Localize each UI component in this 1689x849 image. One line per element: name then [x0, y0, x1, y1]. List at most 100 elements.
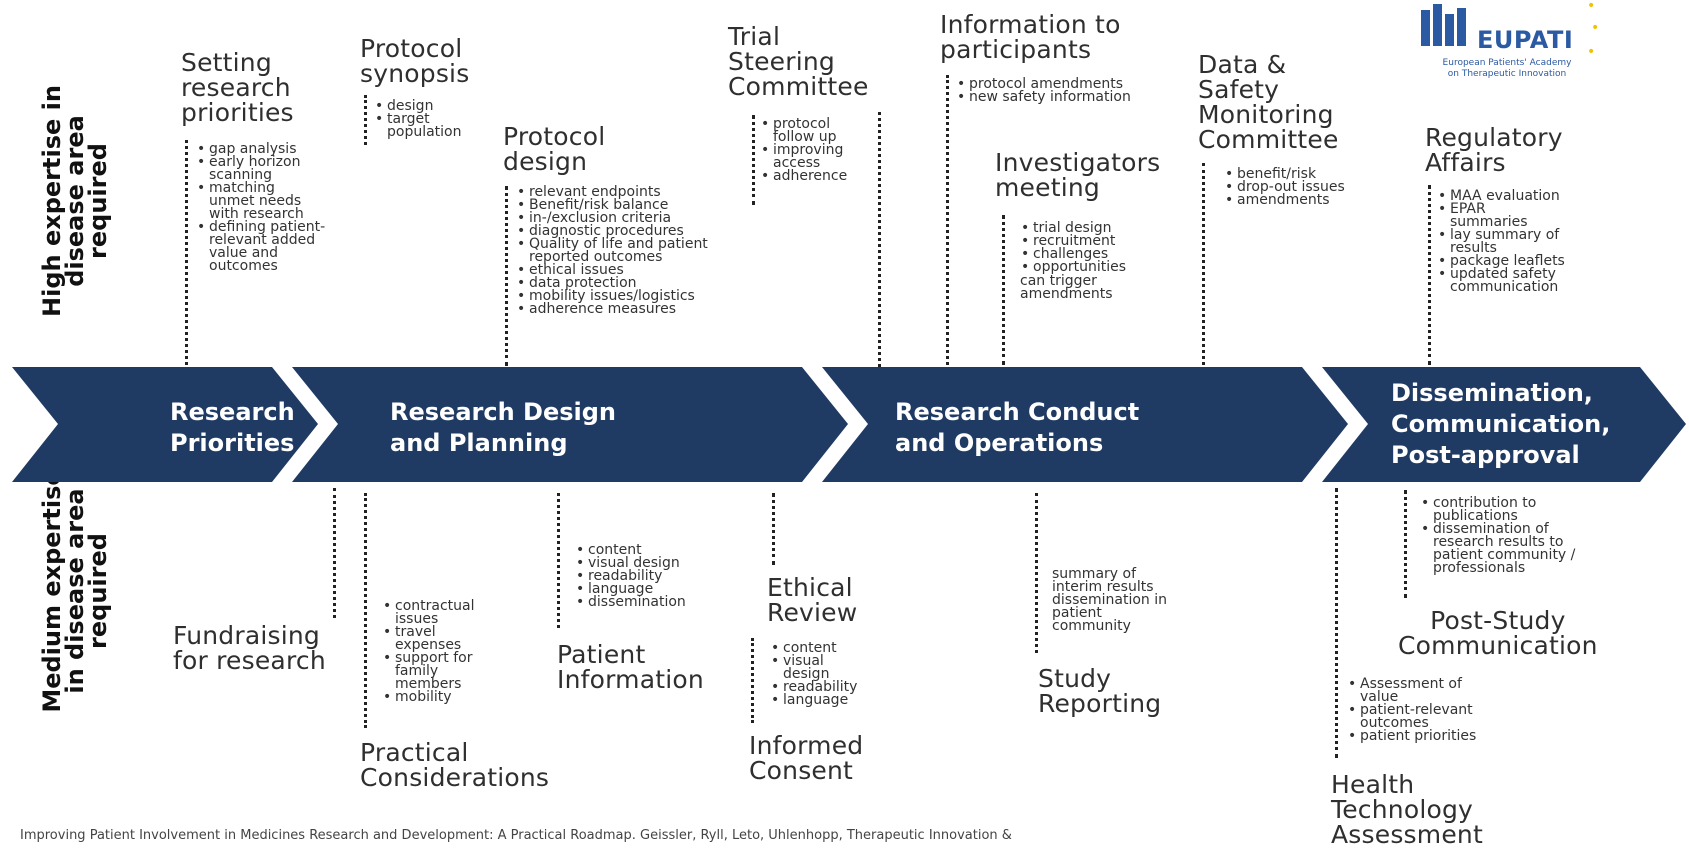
star-icon: • [1587, 0, 1596, 14]
hta-list: Assessment of value patient-relevant out… [1345, 677, 1476, 743]
investigators-meeting-list: trial design recruitment challenges oppo… [1018, 221, 1126, 274]
list-item: content [573, 543, 686, 557]
list-item: mobility issues/logistics [514, 289, 708, 303]
dotted-connector [1428, 185, 1431, 365]
protocol-synopsis-title: Protocol synopsis [360, 34, 470, 88]
investigators-meeting-note: can trigger amendments [1020, 273, 1113, 302]
trial-steering-committee-title: Trial Steering Committee [728, 22, 869, 101]
investigators-meeting-title: Investigators meeting [995, 148, 1161, 202]
practical-considerations-list: contractual issues travel expenses suppo… [380, 599, 475, 704]
list-item: protocol amendments [954, 77, 1131, 91]
list-item: relevant endpoints [514, 185, 708, 199]
protocol-synopsis-list: design target population [372, 99, 462, 139]
list-item: package leaflets [1435, 254, 1565, 268]
protocol-design-list: relevant endpoints Benefit/risk balance … [514, 185, 708, 316]
fundraising-title: Fundraising for research [173, 621, 326, 675]
list-item: patient-relevant outcomes [1345, 703, 1476, 730]
list-item: dissemination [573, 595, 686, 609]
dotted-connector [557, 493, 560, 628]
phase-label-design-planning: Research Design and Planning [390, 398, 616, 457]
post-study-communication-title: Post-Study Communication [1398, 606, 1598, 660]
list-item: data protection [514, 276, 708, 290]
list-item: support for family members [380, 651, 475, 691]
dotted-connector [333, 488, 336, 618]
regulatory-affairs-title: Regulatory Affairs [1425, 123, 1563, 177]
dotted-connector [752, 115, 755, 205]
list-item: updated safety communication [1435, 267, 1565, 294]
practical-considerations-title: Practical Considerations [360, 738, 550, 792]
list-item: challenges [1018, 247, 1126, 261]
list-item: lay summary of results [1435, 228, 1565, 255]
dotted-connector [1002, 215, 1005, 365]
informed-consent-title: Informed Consent [749, 731, 864, 785]
list-item: visual design [573, 556, 686, 570]
list-item: language [573, 582, 686, 596]
list-item: diagnostic procedures [514, 224, 708, 238]
protocol-design-title: Protocol design [503, 122, 606, 176]
list-item: adherence measures [514, 302, 708, 316]
list-item: matching unmet needs with research [194, 181, 325, 221]
phase-chevron-1 [12, 367, 318, 482]
list-item: travel expenses [380, 625, 475, 652]
informed-consent-list: content visual design readability langua… [768, 641, 857, 707]
dsmc-list: benefit/risk drop-out issues amendments [1222, 167, 1345, 207]
list-item: improving access [758, 143, 847, 170]
information-to-participants-title: Information to participants [940, 10, 1121, 64]
list-item: contribution to publications [1418, 496, 1575, 523]
list-item: defining patient- relevant added value a… [194, 220, 325, 273]
list-item: dissemination of research results to pat… [1418, 522, 1575, 575]
list-item: gap analysis [194, 142, 325, 156]
dotted-connector [878, 112, 881, 367]
list-item: in-/exclusion criteria [514, 211, 708, 225]
list-item: content [768, 641, 857, 655]
star-icon: • [1587, 44, 1596, 60]
list-item: contractual issues [380, 599, 475, 626]
dotted-connector [364, 95, 367, 145]
study-reporting-note: summary of interim results dissemination… [1052, 566, 1167, 634]
list-item: amendments [1222, 193, 1345, 207]
dotted-connector [185, 140, 188, 365]
source-caption: Improving Patient Involvement in Medicin… [20, 828, 1012, 843]
regulatory-affairs-list: MAA evaluation EPAR summaries lay summar… [1435, 189, 1565, 294]
list-item: new safety information [954, 90, 1131, 104]
list-item: trial design [1018, 221, 1126, 235]
dotted-connector [364, 493, 367, 728]
list-item: EPAR summaries [1435, 202, 1565, 229]
list-item: protocol follow up [758, 117, 847, 144]
list-item: design [372, 99, 462, 113]
ethical-review-title: Ethical Review [767, 573, 858, 627]
dotted-connector [772, 493, 775, 565]
list-item: patient priorities [1345, 729, 1476, 743]
phase-chevron-2 [292, 367, 848, 482]
dotted-connector [1202, 163, 1205, 365]
list-item: visual design [768, 654, 857, 681]
dotted-connector [1035, 493, 1038, 653]
logo-name: EUPATI [1477, 26, 1574, 54]
eupati-logo: EUPATI • • • European Patients' Academy … [1415, 0, 1599, 90]
list-item: drop-out issues [1222, 180, 1345, 194]
list-item: MAA evaluation [1435, 189, 1565, 203]
setting-research-priorities-title: Setting research priorities [181, 48, 294, 127]
list-item: recruitment [1018, 234, 1126, 248]
logo-subtitle: European Patients' Academy on Therapeuti… [1442, 58, 1572, 79]
list-item: language [768, 693, 857, 707]
list-item: Benefit/risk balance [514, 198, 708, 212]
list-item: early horizon scanning [194, 155, 325, 182]
post-study-communication-list: contribution to publications disseminati… [1418, 496, 1575, 575]
patient-information-list: content visual design readability langua… [573, 543, 686, 609]
people-logo-icon [1421, 4, 1466, 46]
phase-label-research-priorities: Research Priorities [170, 398, 295, 457]
list-item: target population [372, 112, 462, 139]
list-item: readability [573, 569, 686, 583]
information-to-participants-list: protocol amendments new safety informati… [954, 77, 1131, 104]
list-item: ethical issues [514, 263, 708, 277]
trial-steering-committee-list: protocol follow up improving access adhe… [758, 117, 847, 183]
list-item: readability [768, 680, 857, 694]
dotted-connector [1335, 488, 1338, 758]
dotted-connector [946, 75, 949, 365]
patient-information-title: Patient Information [557, 640, 704, 694]
phase-chevron-3 [822, 367, 1348, 482]
study-reporting-title: Study Reporting [1038, 664, 1162, 718]
setting-research-priorities-list: gap analysis early horizon scanning matc… [194, 142, 325, 273]
